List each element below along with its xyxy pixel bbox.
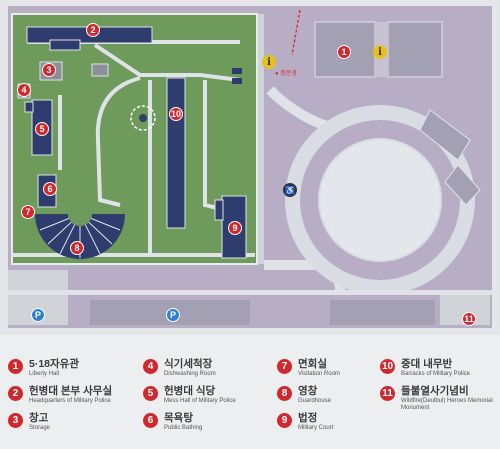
- map-marker-6[interactable]: 6: [43, 182, 57, 196]
- entrance-label: ● 정문경: [275, 71, 297, 77]
- restroom-icon[interactable]: ♿: [283, 183, 297, 197]
- map-marker-3[interactable]: 3: [42, 63, 56, 77]
- legend-title-en: Public Bathing: [164, 425, 203, 431]
- legend-title-ko: 헌병대 본부 사무실: [29, 385, 113, 397]
- legend-number: 9: [277, 413, 292, 428]
- legend-title-ko: 면회실: [298, 358, 327, 370]
- legend-title-en: Liberty Hall: [29, 371, 60, 377]
- legend-title-ko: 목욕탕: [164, 412, 193, 424]
- map-marker-11[interactable]: 11: [462, 312, 476, 326]
- legend-title-en: Military Court: [298, 425, 334, 431]
- legend-title-en: Wildfire(Deulbul) Heroes Memorial Monume…: [401, 398, 493, 411]
- map-marker-1-right[interactable]: 1: [337, 45, 351, 59]
- legend-number: 6: [143, 413, 158, 428]
- legend-number: 7: [277, 359, 292, 374]
- map-marker-10[interactable]: 10: [169, 107, 183, 121]
- legend-title-ko: 식기세척장: [164, 358, 213, 370]
- legend-title-en: Dishwashing Room: [164, 371, 216, 377]
- info-icon[interactable]: i: [373, 45, 387, 59]
- legend-title-ko: 헌병대 식당: [164, 385, 216, 397]
- legend-title-ko: 창고: [29, 412, 49, 424]
- legend-number: 2: [8, 386, 23, 401]
- building-liberty-hall-b: [387, 21, 443, 78]
- legend-title-en: Guardhouse: [298, 398, 332, 404]
- legend-title-en: Storage: [29, 425, 51, 431]
- legend-number: 4: [143, 359, 158, 374]
- legend-title-en: Headquarters of Military Police: [29, 398, 111, 404]
- legend-number: 10: [380, 359, 395, 374]
- legend-number: 11: [380, 386, 395, 401]
- legend-number: 8: [277, 386, 292, 401]
- legend-panel: [0, 335, 500, 449]
- map-marker-8[interactable]: 8: [70, 241, 84, 255]
- info-icon[interactable]: i: [262, 55, 276, 69]
- map-marker-7[interactable]: 7: [21, 205, 35, 219]
- legend-number: 1: [8, 359, 23, 374]
- legend-title-ko: 법정: [298, 412, 318, 424]
- map-marker-9[interactable]: 9: [228, 221, 242, 235]
- legend-title-en: Visitation Room: [298, 371, 340, 377]
- compound-paths: [12, 40, 255, 257]
- legend-title-ko: 들불열사기념비: [401, 385, 469, 397]
- legend-title-ko: 5·18자유관: [29, 358, 79, 370]
- legend-title-ko: 영창: [298, 385, 318, 397]
- legend-title-en: Barracks of Military Police: [401, 371, 471, 377]
- parking-icon[interactable]: P: [31, 308, 45, 322]
- map-marker-5[interactable]: 5: [35, 122, 49, 136]
- building-barracks: [166, 77, 186, 229]
- map-marker-2[interactable]: 2: [86, 23, 100, 37]
- parking-icon[interactable]: P: [166, 308, 180, 322]
- legend-title-en: Mess Hall of Military Police: [164, 398, 236, 404]
- legend-number: 3: [8, 413, 23, 428]
- legend-title-ko: 중대 내무반: [401, 358, 453, 370]
- legend-number: 5: [143, 386, 158, 401]
- map-marker-4[interactable]: 4: [17, 83, 31, 97]
